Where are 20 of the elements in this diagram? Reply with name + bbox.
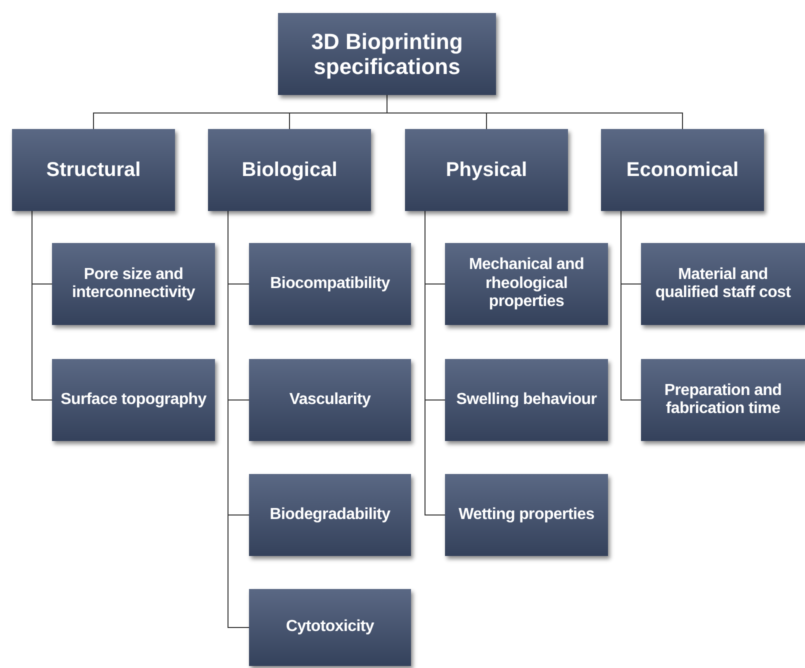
connector-line [386,94,683,130]
category-box: Structural [12,129,175,211]
item-box: Preparation and fabrication time [641,359,805,441]
item-box: Vascularity [249,359,411,441]
category-box: Physical [405,129,568,211]
item-box: Mechanical and rheological properties [445,243,608,325]
item-box: Cytotoxicity [249,589,411,666]
item-box: Swelling behaviour [445,359,608,441]
item-box: Material and qualified staff cost [641,243,805,325]
connector-line [424,210,446,516]
connector-line [32,210,52,400]
item-box: Pore size and interconnectivity [52,243,215,325]
item-box: Biodegradability [249,474,411,556]
title-box: 3D Bioprinting specifications [278,13,496,95]
item-box: Biocompatibility [249,243,411,325]
connector-line [620,210,642,400]
item-box: Surface topography [52,359,215,441]
item-box: Wetting properties [445,474,608,556]
category-box: Biological [208,129,371,211]
category-box: Economical [601,129,764,211]
